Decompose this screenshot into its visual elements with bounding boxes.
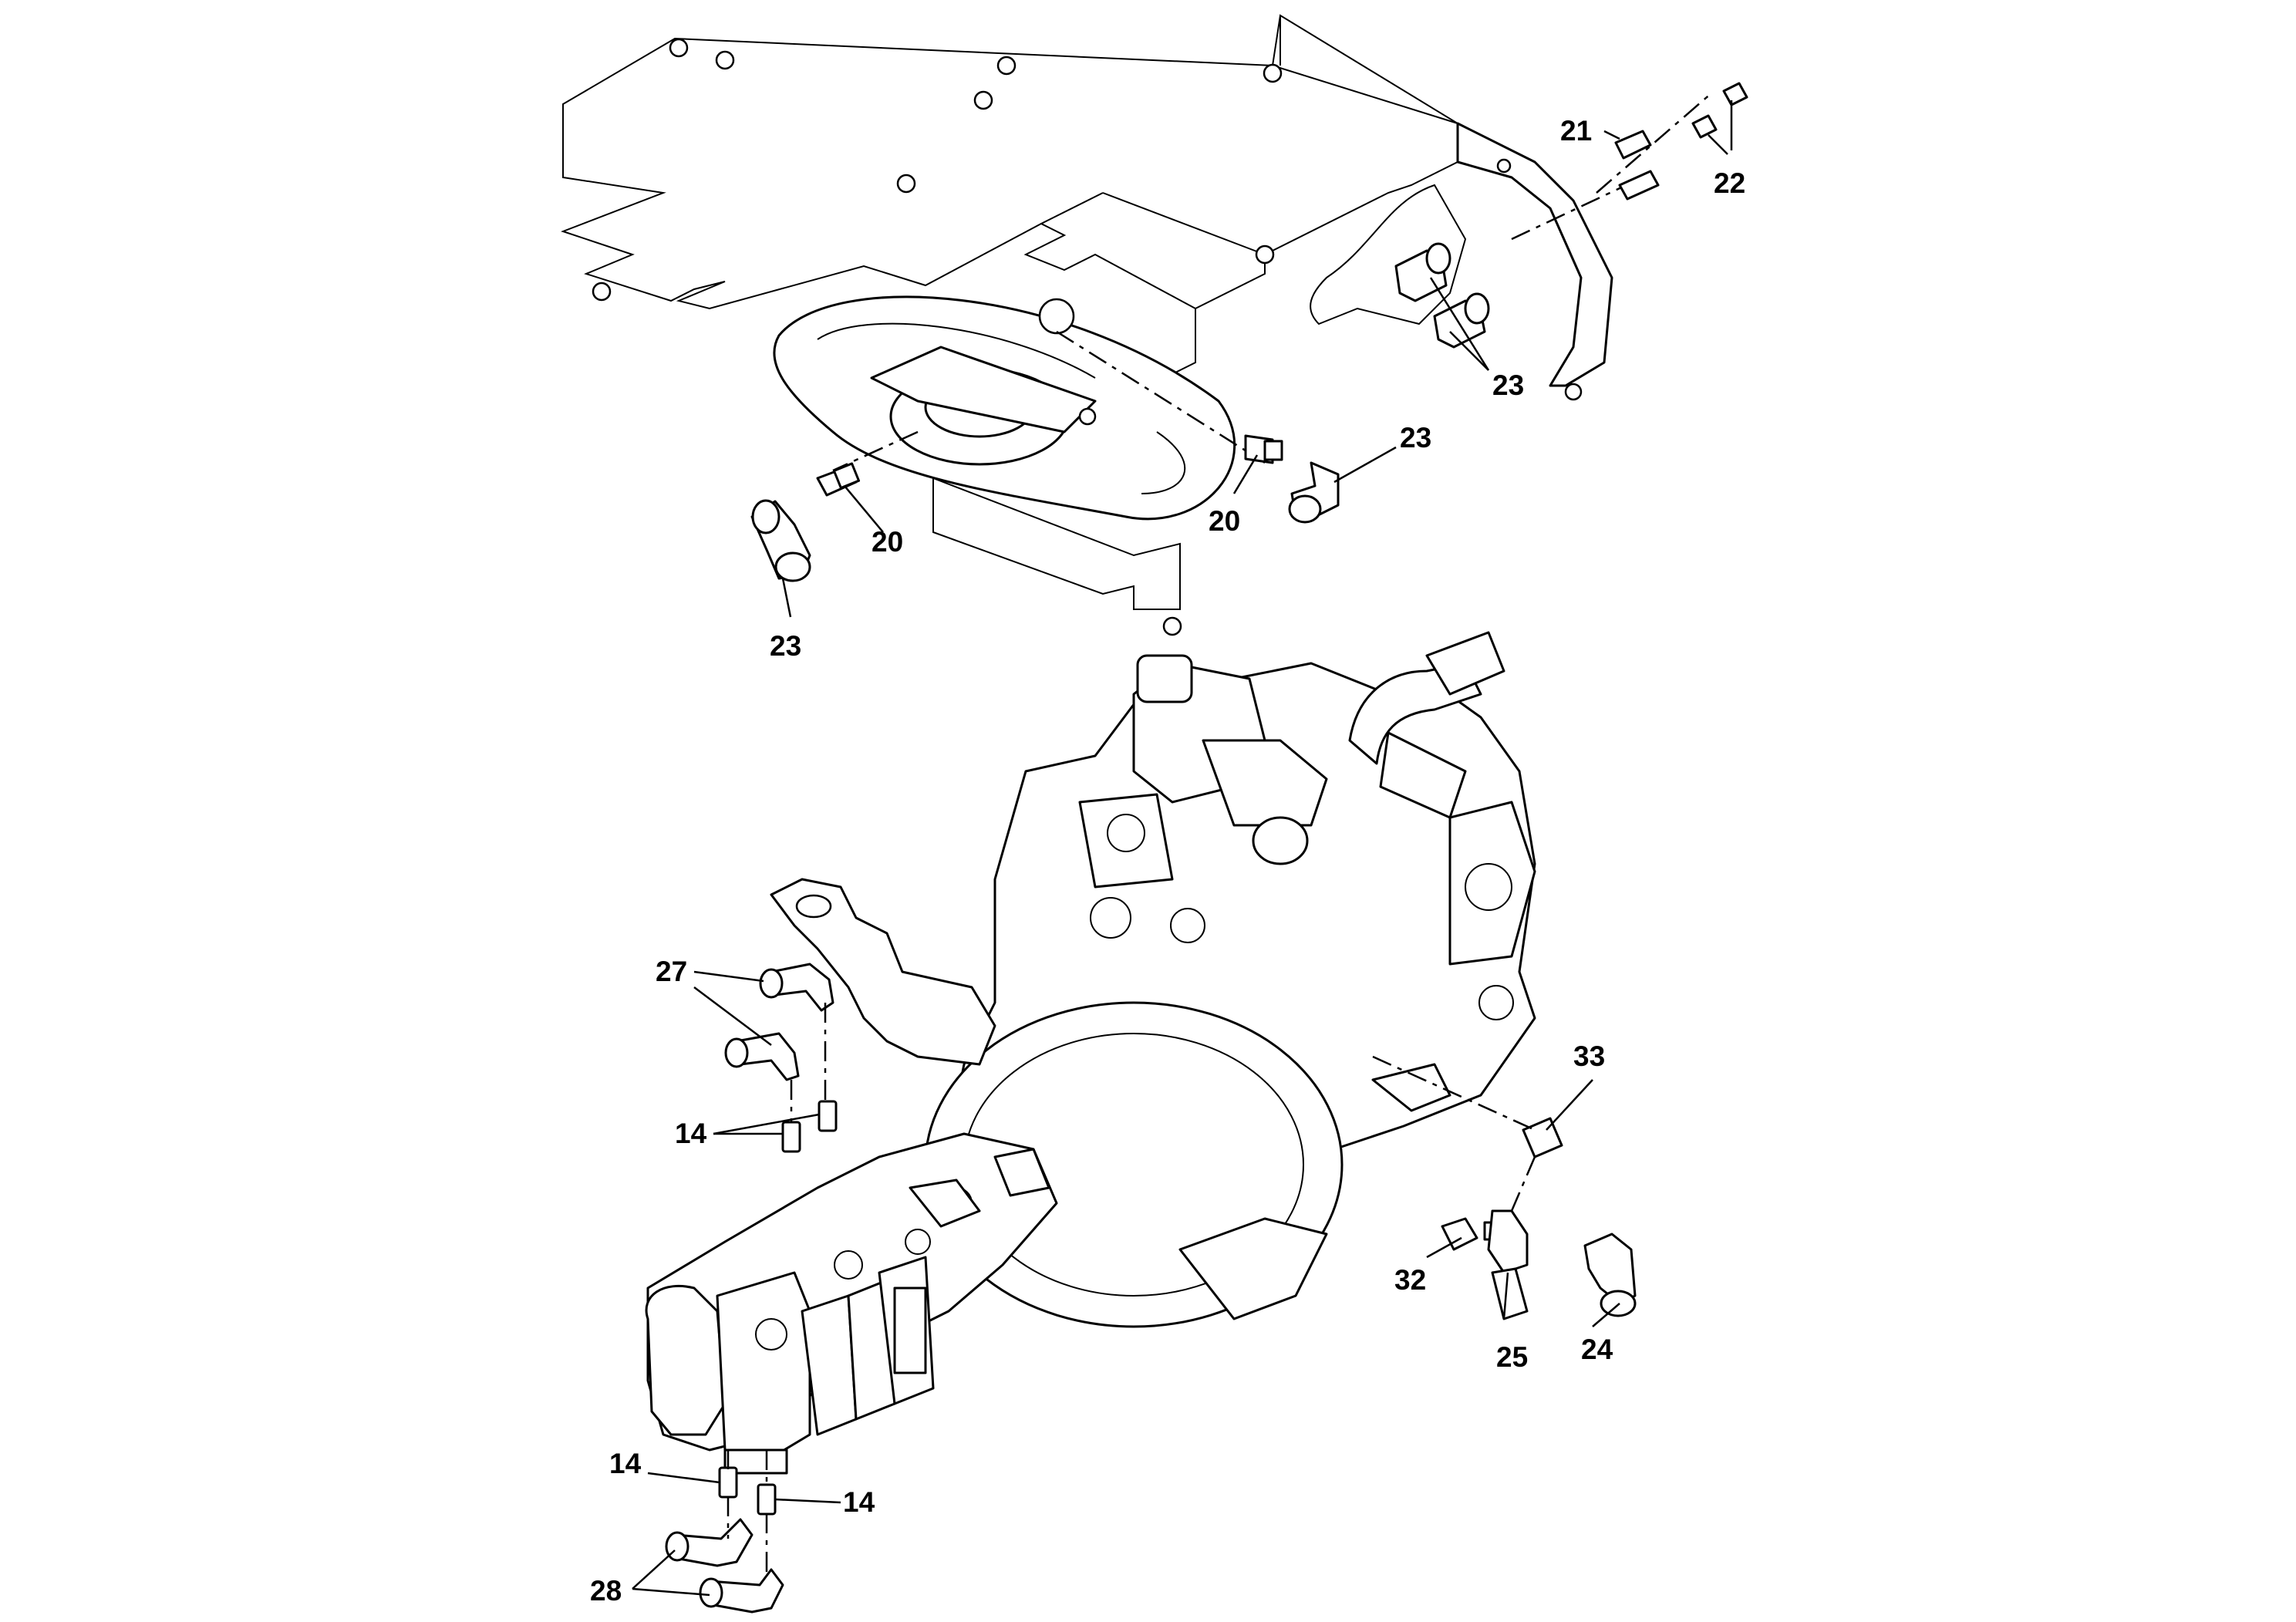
callout-25: 25 bbox=[1496, 1341, 1528, 1373]
adapter-25 bbox=[1487, 1209, 1529, 1320]
callout-33: 33 bbox=[1573, 1040, 1605, 1072]
callout-14-lower-right: 14 bbox=[843, 1486, 875, 1518]
fitting-20-left bbox=[816, 462, 861, 497]
callout-14-upper: 14 bbox=[675, 1118, 707, 1149]
elbow-23-right bbox=[1288, 461, 1340, 524]
callout-28: 28 bbox=[590, 1575, 622, 1607]
elbow-23-left bbox=[750, 499, 811, 582]
callout-24: 24 bbox=[1581, 1334, 1613, 1365]
callout-20-right: 20 bbox=[1209, 505, 1240, 537]
floor-plate-assembly bbox=[561, 14, 1613, 636]
fitting-20-right bbox=[1244, 434, 1283, 464]
leader-lines bbox=[632, 100, 1733, 1597]
callout-23-right: 23 bbox=[1400, 422, 1431, 454]
callout-23-left: 23 bbox=[770, 630, 801, 662]
callout-23-upper-right: 23 bbox=[1492, 369, 1524, 401]
callout-14-lower-left: 14 bbox=[609, 1448, 642, 1479]
assembly-lines-lower bbox=[727, 1003, 1536, 1573]
hydraulic-pump-assembly bbox=[645, 1132, 1058, 1475]
callout-21: 21 bbox=[1560, 115, 1592, 147]
elbow-24 bbox=[1583, 1233, 1637, 1317]
engine-assembly bbox=[770, 631, 1536, 1328]
fittings-21-22 bbox=[1614, 82, 1748, 201]
callout-27: 27 bbox=[656, 956, 687, 987]
callout-labels: 21 22 23 23 23 20 20 27 14 33 32 24 25 1… bbox=[590, 115, 1745, 1607]
elbows-28 bbox=[665, 1518, 784, 1614]
callout-20-left: 20 bbox=[872, 526, 903, 558]
elbows-27 bbox=[724, 963, 834, 1081]
callout-22: 22 bbox=[1714, 167, 1745, 199]
callout-32: 32 bbox=[1394, 1264, 1426, 1296]
